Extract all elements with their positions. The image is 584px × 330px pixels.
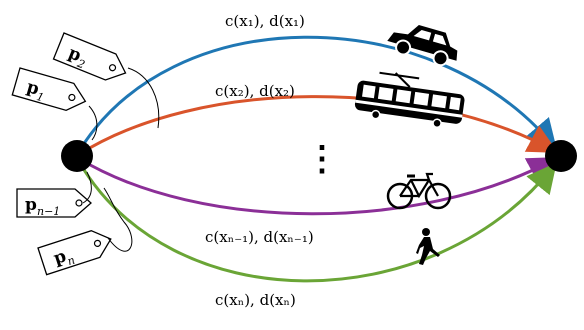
price-tag-n-1: p n−1 (16, 188, 92, 218)
edge-2 (77, 95, 559, 157)
edge-label-2: c(x₂), d(x₂) (215, 82, 295, 100)
edge-label-n-1: c(xₙ₋₁), d(xₙ₋₁) (205, 228, 314, 246)
edge-label-1: c(x₁), d(x₁) (225, 12, 305, 30)
tag-2-string (127, 67, 160, 129)
edge-label-n: c(xₙ), d(xₙ) (215, 291, 296, 309)
tag-1-main: p (24, 77, 41, 100)
tag-n-1-sub: n−1 (37, 205, 60, 218)
tag-n-string (103, 187, 133, 252)
edge-n-1 (77, 156, 559, 216)
price-tag-1: p 1 (11, 67, 87, 112)
bicycle-icon (386, 172, 452, 210)
ellipsis: ⋮ (305, 139, 339, 179)
origin-node (61, 140, 93, 172)
edge-n (76, 159, 557, 283)
tag-1-sub: 1 (35, 90, 45, 104)
tag-1-string (88, 105, 98, 141)
tag-n-1-string (82, 171, 92, 204)
price-tag-2: p 2 (52, 32, 127, 81)
price-tag-n: p n (37, 230, 112, 276)
tram-icon (354, 71, 465, 129)
tag-n-1-main: p (25, 195, 37, 215)
edge-1 (76, 35, 557, 154)
destination-node (545, 140, 577, 172)
pedestrian-icon (416, 228, 440, 265)
tag-n-sub: n (66, 254, 77, 269)
car-icon (387, 25, 458, 67)
